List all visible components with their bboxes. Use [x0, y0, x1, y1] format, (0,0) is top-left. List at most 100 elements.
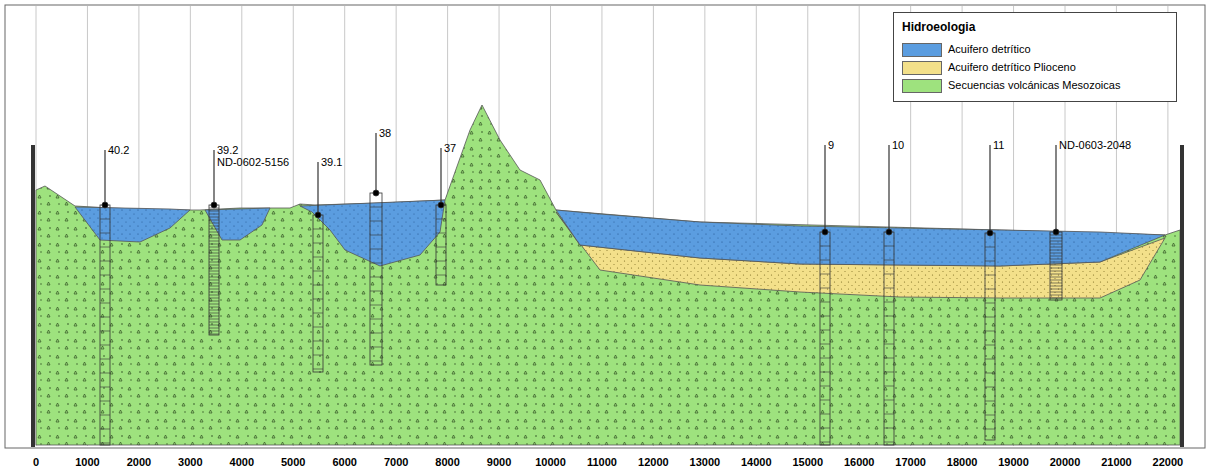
screen-hatch — [985, 331, 995, 332]
screen-hatch — [820, 288, 830, 289]
screen-hatch — [209, 247, 219, 248]
screen-hatch — [985, 401, 995, 402]
screen-hatch — [1050, 274, 1062, 275]
well-stem — [440, 148, 441, 205]
screen-hatch — [313, 285, 323, 286]
axis-tick-label: 9000 — [487, 456, 511, 468]
screen-hatch — [209, 253, 219, 254]
screen-hatch — [884, 288, 894, 289]
screen-hatch — [820, 428, 830, 429]
axis-tick-label: 22000 — [1153, 456, 1184, 468]
screen-hatch — [1050, 250, 1062, 251]
screen-hatch — [370, 347, 382, 348]
screen-hatch — [100, 373, 110, 374]
screen-hatch — [436, 275, 446, 276]
screen-hatch — [209, 232, 219, 233]
screen-hatch — [884, 344, 894, 345]
screen-hatch — [209, 226, 219, 227]
screen-hatch — [209, 280, 219, 281]
screen-hatch — [209, 223, 219, 224]
screen-hatch — [884, 246, 894, 247]
screen-hatch — [209, 277, 219, 278]
screen-hatch — [985, 359, 995, 360]
axis-tick-label: 21000 — [1101, 456, 1132, 468]
screen-hatch — [100, 331, 110, 332]
screen-hatch — [820, 414, 830, 415]
screen-hatch — [820, 400, 830, 401]
well-head — [438, 202, 444, 208]
screen-hatch — [1050, 241, 1062, 242]
well-label: 39.1 — [321, 156, 342, 168]
well-label: ND-0602-5156 — [217, 156, 289, 168]
screen-hatch — [209, 310, 219, 311]
screen-hatch — [1050, 289, 1062, 290]
well-casing — [820, 232, 830, 445]
axis-tick-label: 14000 — [741, 456, 772, 468]
screen-hatch — [820, 330, 830, 331]
axis-tick-label: 7000 — [384, 456, 408, 468]
screen-hatch — [100, 303, 110, 304]
screen-hatch — [100, 345, 110, 346]
axis-tick-label: 12000 — [638, 456, 669, 468]
screen-hatch — [209, 304, 219, 305]
screen-hatch — [820, 372, 830, 373]
screen-hatch — [884, 260, 894, 261]
screen-hatch — [100, 219, 110, 220]
screen-hatch — [209, 268, 219, 269]
screen-hatch — [370, 333, 382, 334]
screen-hatch — [370, 249, 382, 250]
axis-tick-label: 17000 — [895, 456, 926, 468]
screen-hatch — [884, 372, 894, 373]
screen-hatch — [209, 307, 219, 308]
axis-tick-label: 8000 — [435, 456, 459, 468]
screen-hatch — [313, 229, 323, 230]
axis-tick-label: 6000 — [332, 456, 356, 468]
screen-hatch — [884, 386, 894, 387]
screen-hatch — [884, 316, 894, 317]
screen-hatch — [100, 387, 110, 388]
axis-tick-label: 13000 — [690, 456, 721, 468]
screen-hatch — [209, 331, 219, 332]
screen-hatch — [436, 233, 446, 234]
screen-hatch — [820, 344, 830, 345]
well-stem — [375, 133, 376, 193]
screen-hatch — [209, 259, 219, 260]
screen-hatch — [209, 220, 219, 221]
screen-hatch — [370, 235, 382, 236]
well-label: 38 — [379, 127, 391, 139]
screen-hatch — [313, 257, 323, 258]
screen-hatch — [820, 442, 830, 443]
screen-hatch — [985, 345, 995, 346]
screen-hatch — [100, 359, 110, 360]
screen-hatch — [370, 305, 382, 306]
screen-hatch — [370, 221, 382, 222]
screen-hatch — [209, 301, 219, 302]
well-stem — [104, 150, 105, 205]
screen-hatch — [209, 217, 219, 218]
screen-hatch — [884, 428, 894, 429]
well-head — [1053, 229, 1059, 235]
screen-hatch — [1050, 286, 1062, 287]
screen-hatch — [820, 260, 830, 261]
legend-box: HidroeologiaAcuifero detríticoAcuifero d… — [893, 12, 1177, 102]
screen-hatch — [209, 250, 219, 251]
screen-hatch — [884, 274, 894, 275]
screen-hatch — [820, 274, 830, 275]
well-stem — [989, 145, 990, 233]
well-casing — [884, 232, 894, 445]
axis-tick-label: 0 — [33, 456, 39, 468]
screen-hatch — [209, 235, 219, 236]
screen-hatch — [985, 373, 995, 374]
screen-hatch — [1050, 259, 1062, 260]
well-stem — [1055, 145, 1056, 232]
screen-hatch — [1050, 268, 1062, 269]
screen-hatch — [884, 414, 894, 415]
screen-hatch — [884, 330, 894, 331]
screen-hatch — [209, 322, 219, 323]
screen-hatch — [884, 400, 894, 401]
screen-hatch — [209, 238, 219, 239]
screen-hatch — [209, 274, 219, 275]
screen-hatch — [370, 319, 382, 320]
screen-hatch — [1050, 247, 1062, 248]
screen-hatch — [370, 207, 382, 208]
